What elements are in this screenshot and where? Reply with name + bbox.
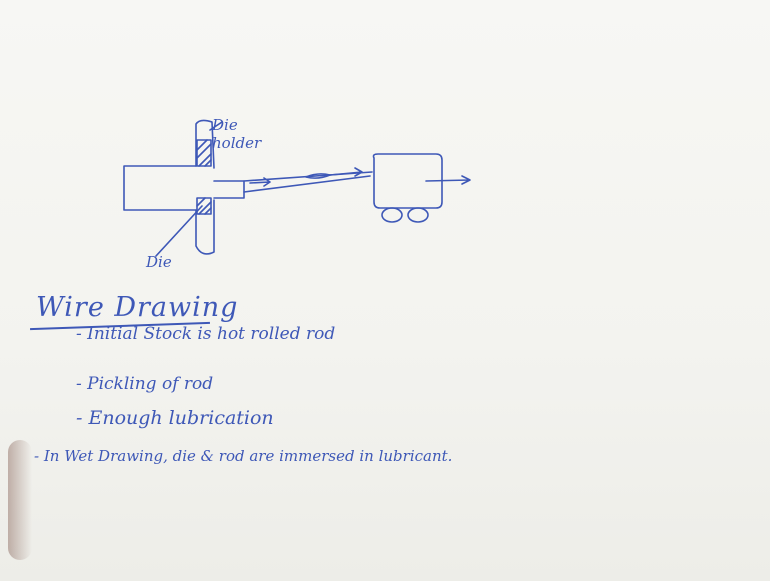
pull-arrow [426, 176, 470, 184]
drawn-wire [214, 181, 244, 198]
note-bullet-lubrication: - Enough lubrication [76, 409, 274, 428]
note-bullet-initial-stock: - Initial Stock is hot rolled rod [76, 326, 335, 343]
die-holder-label: Die holder [212, 116, 261, 152]
capstan-wheel-left [382, 208, 402, 222]
die-holder-label-line2: holder [212, 134, 261, 152]
note-bullet-wet-drawing: - In Wet Drawing, die & rod are immersed… [34, 449, 452, 464]
notes-title: Wire Drawing [36, 294, 238, 321]
instructor-hand [8, 440, 32, 560]
die-holder-label-line1: Die [212, 116, 261, 134]
die-insert-lower [197, 198, 211, 214]
capstan-wheel-right [408, 208, 428, 222]
note-bullet-pickling: - Pickling of rod [76, 376, 213, 393]
wire-arrow-2 [330, 168, 362, 176]
die-leader [156, 206, 202, 256]
die-label: Die [146, 255, 172, 270]
rod-stock [124, 166, 196, 210]
